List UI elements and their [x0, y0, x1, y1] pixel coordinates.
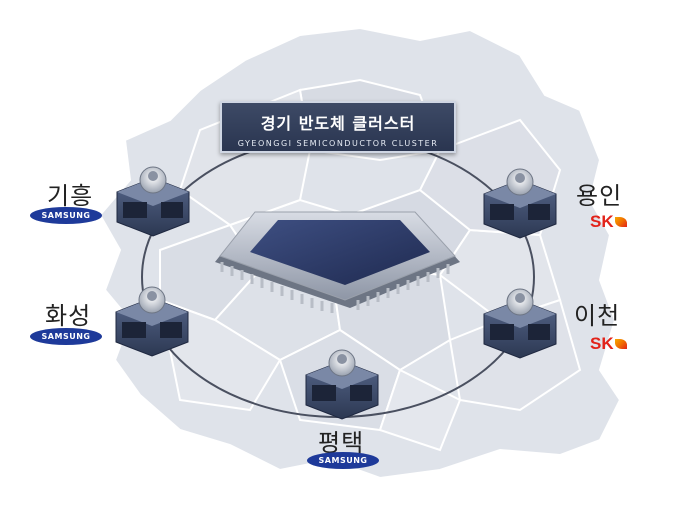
title-main: 경기 반도체 클러스터 [260, 114, 416, 133]
node-module-icheon [483, 288, 557, 359]
node-module-hwaseong [115, 286, 189, 357]
title-sub: GYEONGGI SEMICONDUCTOR CLUSTER [237, 139, 439, 148]
sk-logo-text: SK [590, 212, 614, 231]
node-module-giheung [116, 166, 190, 237]
label-yongin: 용인 [576, 182, 623, 210]
sk-logo-yongin: SK [590, 212, 627, 232]
sk-logo-icheon: SK [590, 334, 627, 354]
sk-wing-icon [614, 339, 627, 349]
samsung-logo-hwaseong: SAMSUNG [30, 328, 102, 345]
central-chip [215, 211, 460, 313]
label-giheung: 기흥 [47, 182, 94, 210]
node-module-pyeongtaek [305, 349, 379, 420]
title-box: 경기 반도체 클러스터 GYEONGGI SEMICONDUCTOR CLUST… [220, 101, 456, 153]
sk-logo-text: SK [590, 334, 614, 353]
label-icheon: 이천 [574, 302, 621, 330]
node-module-yongin [483, 168, 557, 239]
samsung-logo-giheung: SAMSUNG [30, 207, 102, 224]
samsung-logo-pyeongtaek: SAMSUNG [307, 452, 379, 469]
sk-wing-icon [614, 217, 627, 227]
label-hwaseong: 화성 [45, 302, 92, 330]
